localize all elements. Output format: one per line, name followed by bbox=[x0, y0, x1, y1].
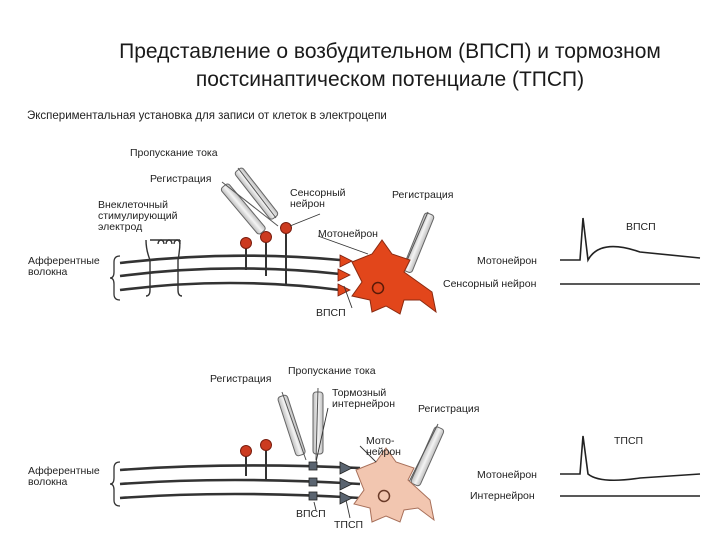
trace-row-motoneuron-top: Мотонейрон bbox=[477, 255, 537, 267]
bottom-panel bbox=[109, 387, 701, 523]
trace-row-motoneuron-bottom: Мотонейрон bbox=[477, 469, 537, 481]
label-epsp-bottom: ВПСП bbox=[296, 508, 326, 520]
label-afferent-top: Афферентные волокна bbox=[28, 255, 100, 278]
electrode-recording-right-bottom bbox=[407, 423, 445, 487]
label-stim-electrode: Внеклеточный стимулирующий электрод bbox=[98, 199, 178, 233]
label-recording-right-bottom: Регистрация bbox=[418, 403, 480, 415]
motoneuron-nucleus-bottom bbox=[377, 489, 391, 503]
title-line-1: Представление о возбудительном (ВПСП) и … bbox=[119, 40, 661, 63]
sensory-neuron-body bbox=[280, 222, 292, 234]
synapse-markers-top bbox=[337, 254, 353, 297]
pointer-lines-bottom bbox=[313, 407, 377, 519]
label-motoneuron-bottom: Мото- нейрон bbox=[366, 435, 401, 458]
electrode-current-top bbox=[234, 167, 279, 220]
trace-row-sensory-top: Сенсорный нейрон bbox=[443, 278, 537, 290]
label-recording-bottom: Регистрация bbox=[210, 373, 272, 385]
label-current-bottom: Пропускание тока bbox=[288, 365, 376, 377]
top-panel bbox=[109, 167, 701, 315]
trace-motoneuron-bottom bbox=[560, 435, 701, 482]
label-current-top: Пропускание тока bbox=[130, 147, 218, 159]
afferent-brace-top bbox=[109, 255, 121, 301]
label-epsp-top: ВПСП bbox=[316, 307, 346, 319]
trace-label-bottom: ТПСП bbox=[614, 435, 644, 447]
sensory-terminal-bottom-2 bbox=[260, 439, 272, 451]
afferent-fibers-top bbox=[119, 254, 341, 292]
label-motoneuron-top: Мотонейрон bbox=[318, 228, 378, 240]
electrode-current-bottom bbox=[312, 387, 324, 461]
sensory-terminals-top bbox=[245, 230, 287, 286]
trace-axis-top bbox=[560, 217, 701, 285]
motoneuron-bottom bbox=[353, 447, 435, 523]
sensory-terminal-bottom-1 bbox=[240, 445, 252, 457]
sensory-terminals-bottom bbox=[245, 448, 267, 480]
motoneuron-nucleus-top bbox=[371, 281, 385, 295]
title-line-2: постсинаптическом потенциале (ТПСП) bbox=[195, 68, 585, 91]
slide-title: Представление о возбудительном (ВПСП) и … bbox=[60, 38, 720, 94]
trace-axis-bottom bbox=[560, 435, 701, 497]
label-afferent-bottom: Афферентные волокна bbox=[28, 465, 100, 488]
electrode-recording-bottom bbox=[277, 391, 307, 461]
stimulating-electrode bbox=[145, 239, 183, 297]
sensory-terminal-2 bbox=[260, 231, 272, 243]
sensory-terminal-1 bbox=[240, 237, 252, 249]
motoneuron-top bbox=[351, 239, 437, 315]
inhibitory-synapses bbox=[339, 461, 353, 505]
trace-label-top: ВПСП bbox=[626, 221, 656, 233]
afferent-brace-bottom bbox=[109, 461, 121, 507]
trace-motoneuron-top bbox=[560, 217, 701, 263]
label-sensory-neuron: Сенсорный нейрон bbox=[290, 187, 346, 210]
label-recording-top: Регистрация bbox=[150, 173, 212, 185]
label-inhib-interneuron: Тормозный интернейрон bbox=[332, 387, 396, 410]
afferent-fibers-bottom bbox=[119, 464, 361, 500]
electrode-recording-top bbox=[220, 181, 279, 235]
label-ipsp-bottom: ТПСП bbox=[334, 519, 364, 531]
setup-subheading: Экспериментальная установка для записи о… bbox=[27, 110, 387, 122]
trace-row-interneuron-bottom: Интернейрон bbox=[470, 490, 535, 502]
inhibitory-interneuron bbox=[308, 461, 318, 501]
label-recording-right-top: Регистрация bbox=[392, 189, 454, 201]
pointer-lines-top bbox=[289, 213, 369, 309]
